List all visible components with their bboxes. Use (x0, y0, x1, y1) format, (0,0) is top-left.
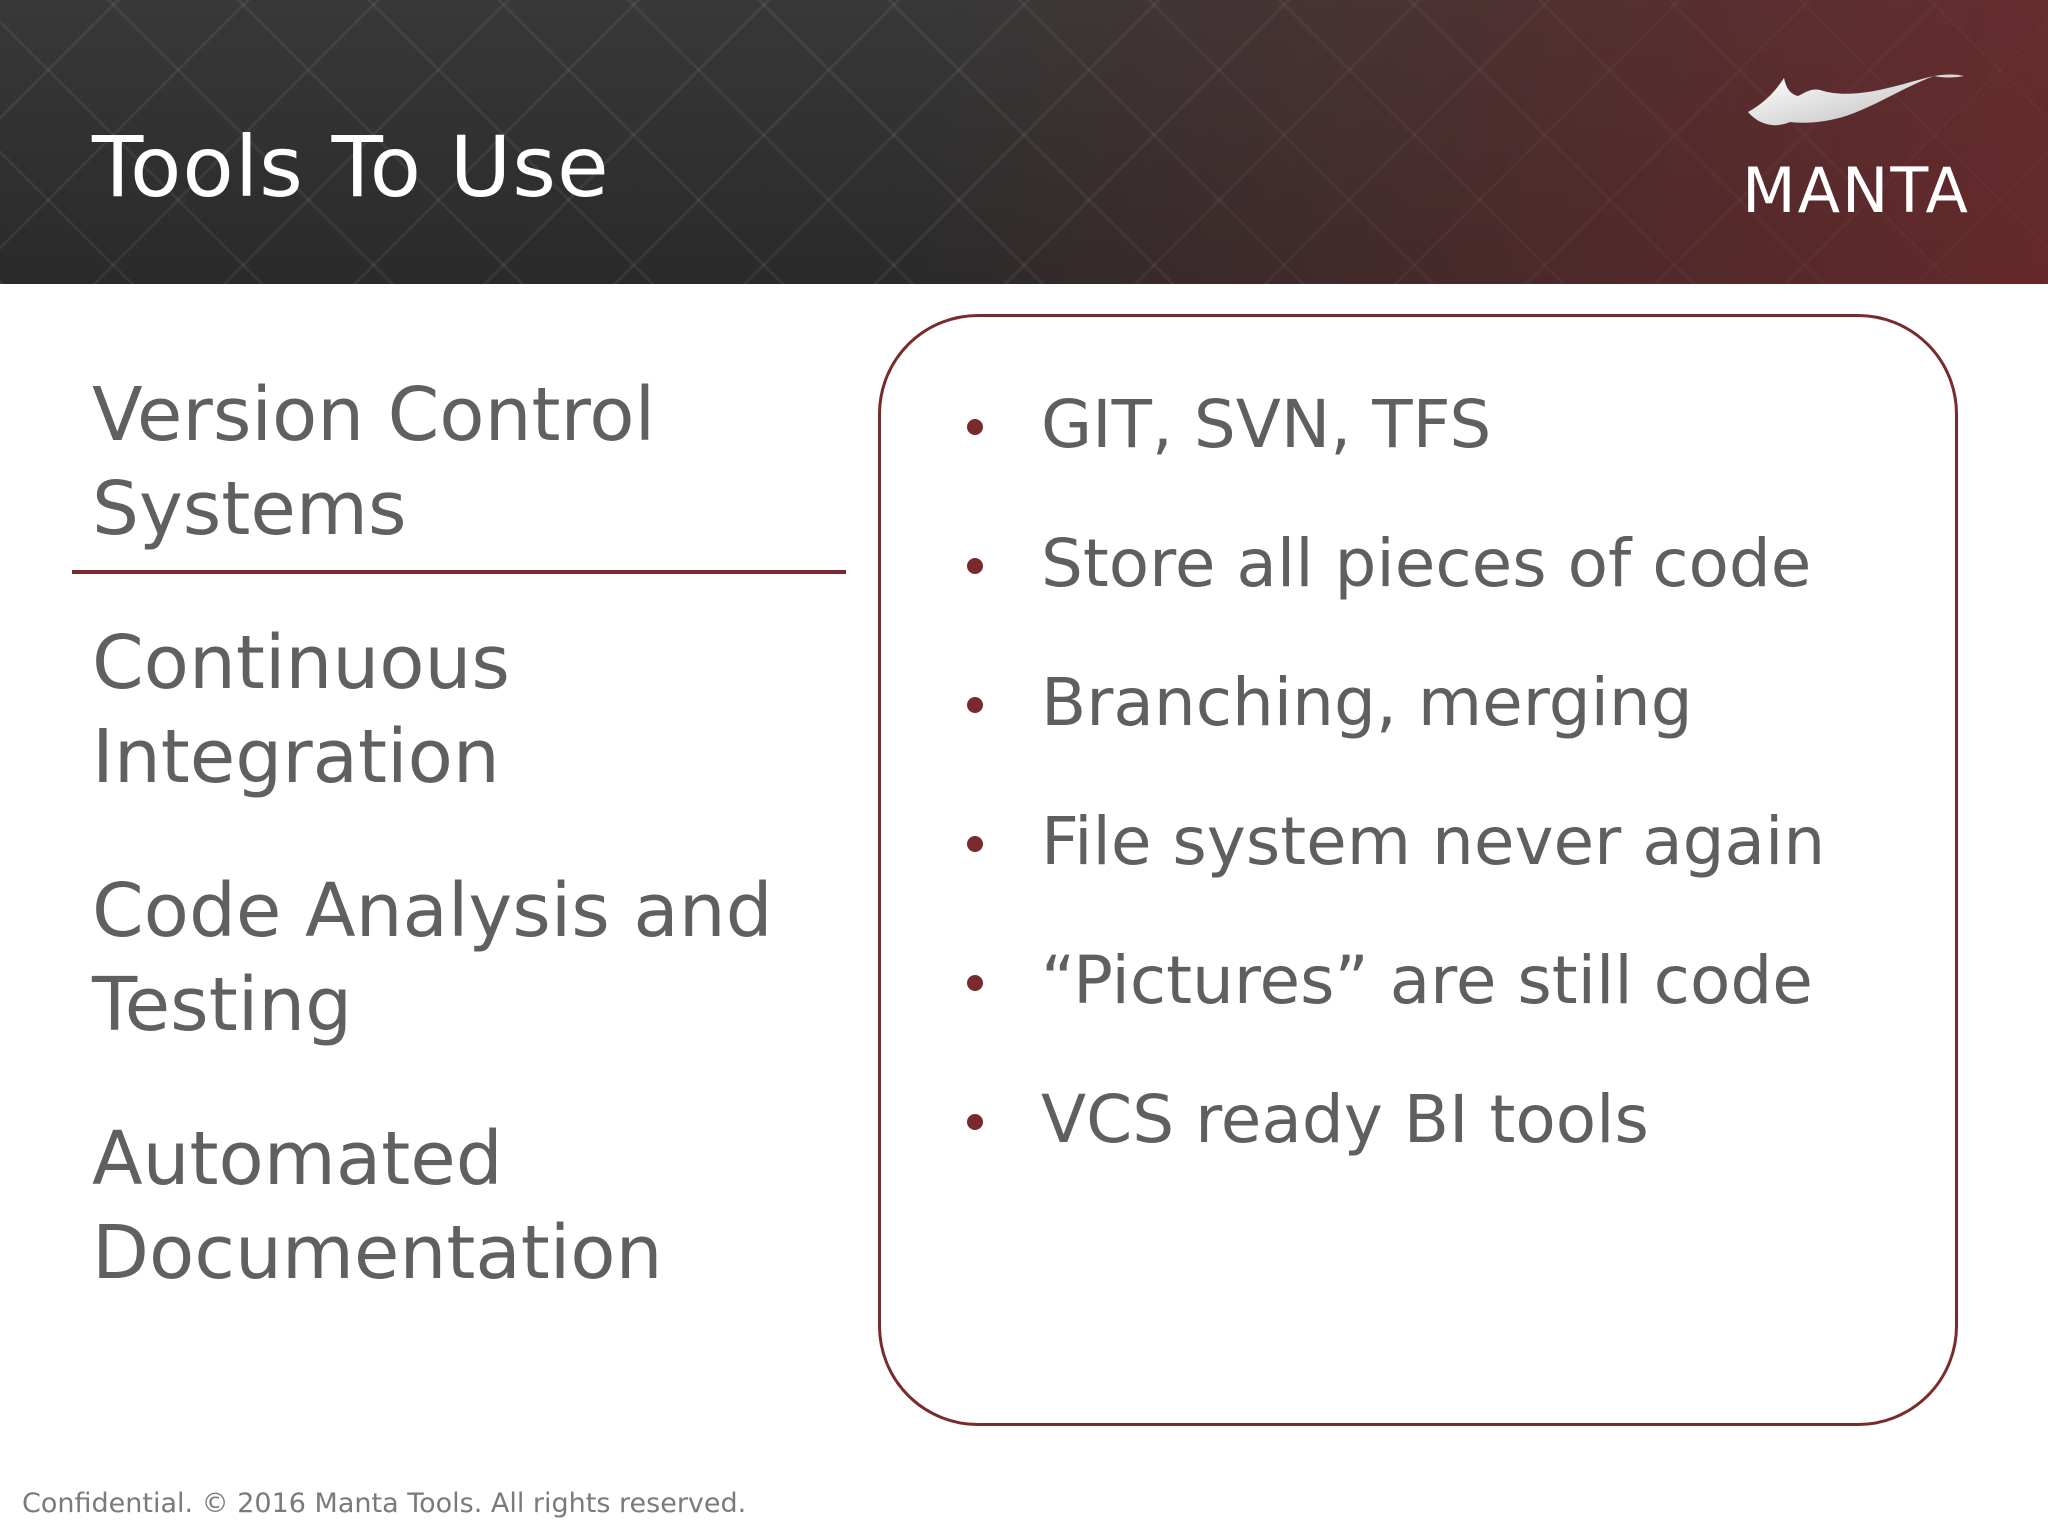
manta-ray-icon (1748, 74, 1964, 126)
topic-continuous-integration: Continuous Integration (92, 616, 852, 804)
detail-text: VCS ready BI tools (1041, 1081, 1649, 1158)
detail-item: VCS ready BI tools (881, 1070, 1961, 1170)
detail-item: Branching, merging (881, 653, 1961, 753)
detail-item: File system never again (881, 792, 1961, 892)
bullet-dot-icon (967, 975, 983, 991)
slide-header: Tools To Use MANTA (0, 0, 2048, 284)
manta-logo: MANTA (1738, 72, 1974, 227)
topic-automated-documentation: Automated Documentation (92, 1112, 852, 1300)
topic-line-2: Systems (92, 466, 407, 552)
topic-version-control: Version Control Systems (92, 368, 852, 556)
detail-text: Store all pieces of code (1041, 525, 1812, 602)
detail-text: File system never again (1041, 803, 1826, 880)
detail-item: GIT, SVN, TFS (881, 375, 1961, 475)
bullet-dot-icon (967, 1114, 983, 1130)
topic-line-2: Integration (92, 714, 500, 800)
details-panel: GIT, SVN, TFS Store all pieces of code B… (878, 314, 1958, 1426)
detail-text: “Pictures” are still code (1041, 942, 1813, 1019)
topic-line-1: Automated (92, 1116, 503, 1202)
topic-line-1: Version Control (92, 372, 656, 458)
topic-line-1: Continuous (92, 620, 510, 706)
footer-copyright: Confidential. © 2016 Manta Tools. All ri… (22, 1488, 747, 1519)
logo-text: MANTA (1742, 154, 1970, 227)
detail-text: GIT, SVN, TFS (1041, 386, 1492, 463)
active-topic-underline (72, 570, 846, 574)
bullet-dot-icon (967, 558, 983, 574)
topic-line-1: Code Analysis and (92, 868, 773, 954)
detail-item: Store all pieces of code (881, 514, 1961, 614)
topic-line-2: Documentation (92, 1210, 663, 1296)
page-title: Tools To Use (92, 118, 610, 216)
topic-line-2: Testing (92, 962, 353, 1048)
bullet-dot-icon (967, 836, 983, 852)
bullet-dot-icon (967, 697, 983, 713)
detail-item: “Pictures” are still code (881, 931, 1961, 1031)
detail-text: Branching, merging (1041, 664, 1693, 741)
bullet-dot-icon (967, 419, 983, 435)
topic-code-analysis: Code Analysis and Testing (92, 864, 852, 1052)
